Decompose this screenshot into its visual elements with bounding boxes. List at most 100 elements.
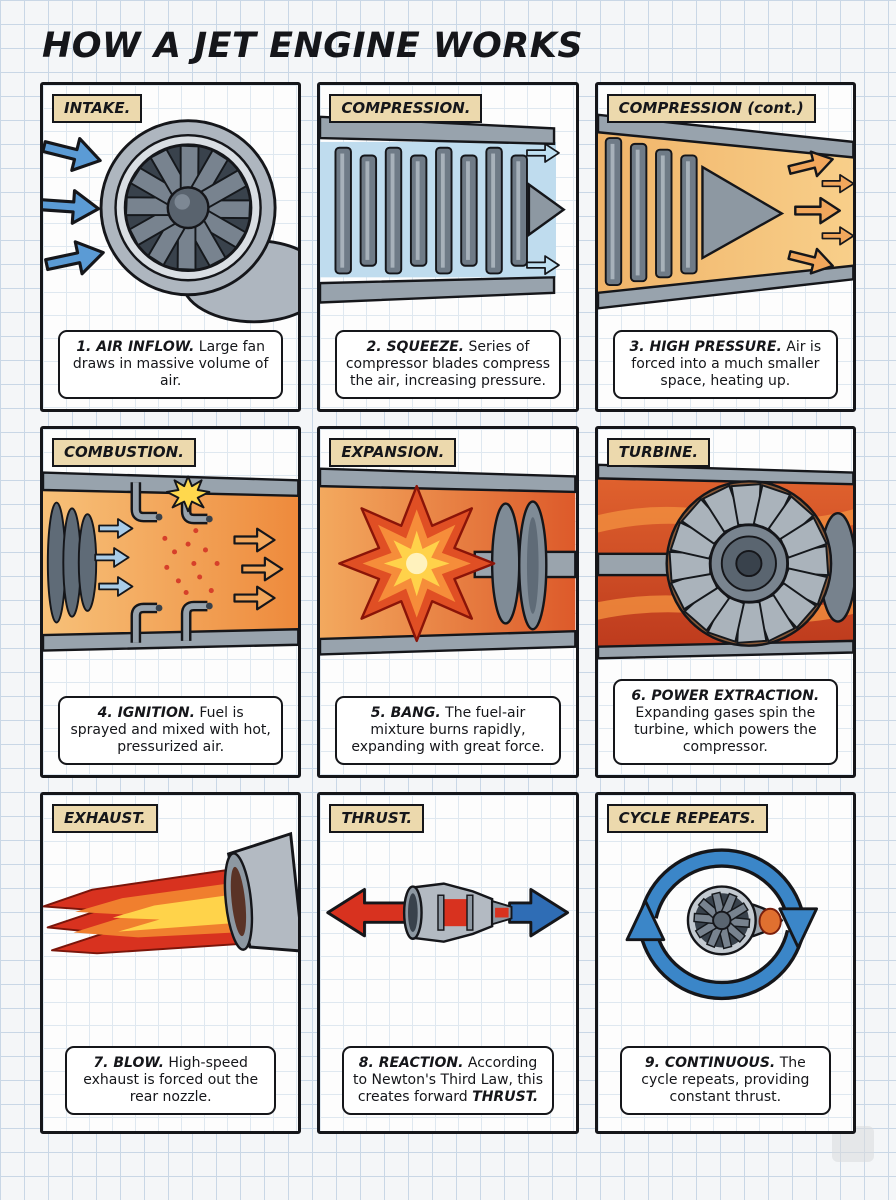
caption-body: Series of compressor blades compress the… (345, 338, 551, 389)
panel-combustion: COMBUSTION. 4. IGNITION. Fuel is sprayed… (40, 426, 302, 778)
caption-lead: 8. REACTION. (358, 1054, 464, 1071)
page-title: HOW A JET ENGINE WORKS (42, 26, 584, 66)
panel-exhaust: EXHAUST. 7. BLOW. High-speed exhaust is … (40, 792, 302, 1134)
caption-lead: 6. POWER EXTRACTION. (631, 687, 820, 704)
caption-box: 2. SQUEEZE. Series of compressor blades … (335, 329, 561, 399)
panel-thrust: THRUST. 8. REACTION. According to Newton… (317, 792, 579, 1134)
intake-illustration (43, 119, 299, 324)
caption-box: 3. HIGH PRESSURE. Air is forced into a m… (612, 329, 838, 399)
caption-body: Expanding gases spin the turbine, which … (634, 704, 817, 755)
panel-label: THRUST. (329, 804, 425, 833)
compressor-exit-disks (46, 501, 98, 624)
spinner-cone (166, 186, 210, 230)
compression-illustration (320, 115, 567, 304)
panel-intake: INTAKE. 1. AIR INFLOW. Large fan draws i… (40, 82, 302, 412)
caption-body: According to Newton's Third Law, this cr… (352, 1054, 543, 1105)
mini-engine (403, 882, 513, 943)
caption-lead: 7. BLOW. (93, 1054, 164, 1071)
exhaust-assembly (43, 831, 299, 955)
turbine-illustration (597, 463, 853, 660)
airflow-arrow-icon (43, 129, 106, 178)
caption-body: The fuel-air mixture burns rapidly, expa… (351, 704, 545, 755)
turbine-disk (491, 502, 521, 625)
casing-bottom (43, 628, 299, 652)
thrust-arrow-icon (508, 887, 570, 938)
airflow-arrow-icon (43, 186, 102, 227)
casing-top (597, 463, 853, 486)
panel-label: CYCLE REPEATS. (606, 804, 768, 833)
fuel-injectors (130, 482, 208, 643)
compression-cont-illustration (597, 113, 853, 310)
casing-bottom (320, 629, 576, 656)
ignition-spark-icon (165, 475, 211, 513)
casing-top (43, 471, 299, 497)
nozzle-opening (230, 866, 247, 937)
panel-compression-cont: COMPRESSION (cont.) 3. HIGH PRESSURE. Ai… (594, 82, 856, 412)
mini-engine (686, 885, 784, 956)
caption-box: 4. IGNITION. Fuel is sprayed and mixed w… (58, 695, 284, 765)
hot-turbine-glow (758, 907, 782, 935)
panel-cycle: CYCLE REPEATS. 9. CONTINUOUS. The cycle … (594, 792, 856, 1134)
casing-bottom (320, 276, 556, 304)
thrust-illustration (326, 882, 570, 943)
combustion-illustration (43, 471, 299, 652)
panel-label: COMPRESSION. (329, 94, 483, 123)
exhaust-illustration (43, 831, 299, 955)
caption-box: 9. CONTINUOUS. The cycle repeats, provid… (619, 1045, 831, 1115)
injector-tips (155, 513, 213, 612)
casing-top (320, 467, 576, 494)
panel-compression: COMPRESSION. 2. SQUEEZE. Series of compr… (317, 82, 579, 412)
casing-top (320, 115, 556, 146)
caption-lead: 9. CONTINUOUS. (644, 1054, 776, 1071)
caption-lead: 4. IGNITION. (97, 704, 195, 721)
caption-body: Air is forced into a much smaller space,… (631, 338, 822, 389)
compressor-stages (604, 137, 698, 287)
panel-label: TURBINE. (606, 438, 711, 467)
combustor-glow (444, 899, 468, 927)
panel-label: EXPANSION. (329, 438, 457, 467)
caption-body: Fuel is sprayed and mixed with hot, pres… (70, 704, 271, 755)
caption-box: 7. BLOW. High-speed exhaust is forced ou… (65, 1045, 277, 1115)
caption-tail: THRUST. (472, 1088, 539, 1105)
caption-body: The cycle repeats, providing constant th… (641, 1054, 810, 1105)
cycle-illustration (625, 848, 818, 1001)
panel-grid: INTAKE. 1. AIR INFLOW. Large fan draws i… (40, 82, 856, 1134)
exhaust-flame-inner (112, 893, 244, 932)
expansion-illustration (320, 467, 576, 656)
fuel-spray (162, 528, 220, 596)
compressor-cone (700, 164, 784, 261)
intake-airflow-arrows (43, 129, 109, 283)
panel-label: INTAKE. (52, 94, 143, 123)
caption-lead: 2. SQUEEZE. (366, 338, 464, 355)
panel-turbine: TURBINE. 6. POWER EXTRACTION. Expanding … (594, 426, 856, 778)
caption-body: High-speed exhaust is forced out the rea… (83, 1054, 259, 1105)
caption-lead: 3. HIGH PRESSURE. (629, 338, 782, 355)
turbine-hub (735, 549, 763, 578)
panel-label: COMPRESSION (cont.) (606, 94, 816, 123)
panel-label: EXHAUST. (52, 804, 158, 833)
turbine-disk-core (527, 517, 539, 614)
airflow-arrow-icon (43, 234, 109, 283)
spinner-cone (711, 910, 732, 931)
exhaust-arrow-icon (326, 887, 417, 938)
panel-expansion: EXPANSION. 5. BANG. The fuel-air mixture… (317, 426, 579, 778)
caption-lead: 5. BANG. (370, 704, 441, 721)
caption-lead: 1. AIR INFLOW. (76, 338, 195, 355)
caption-box: 1. AIR INFLOW. Large fan draws in massiv… (58, 329, 284, 399)
casing-bottom (597, 264, 853, 310)
cycle-arrowhead-icon (625, 899, 665, 942)
casing-top (597, 113, 853, 159)
turbine-wheel (665, 480, 832, 647)
cycle-arrowhead-icon (778, 907, 818, 949)
cycle-arrows (625, 848, 818, 1001)
turbine-shaft (597, 552, 677, 577)
caption-box: 8. REACTION. According to Newton's Third… (342, 1045, 554, 1115)
compressor-stages (334, 146, 529, 275)
panel-label: COMBUSTION. (52, 438, 196, 467)
caption-box: 6. POWER EXTRACTION. Expanding gases spi… (612, 678, 838, 765)
explosion-burst (338, 484, 496, 643)
caption-body: Large fan draws in massive volume of air… (72, 338, 269, 389)
caption-box: 5. BANG. The fuel-air mixture burns rapi… (335, 695, 561, 765)
compressor-cone (528, 182, 567, 238)
